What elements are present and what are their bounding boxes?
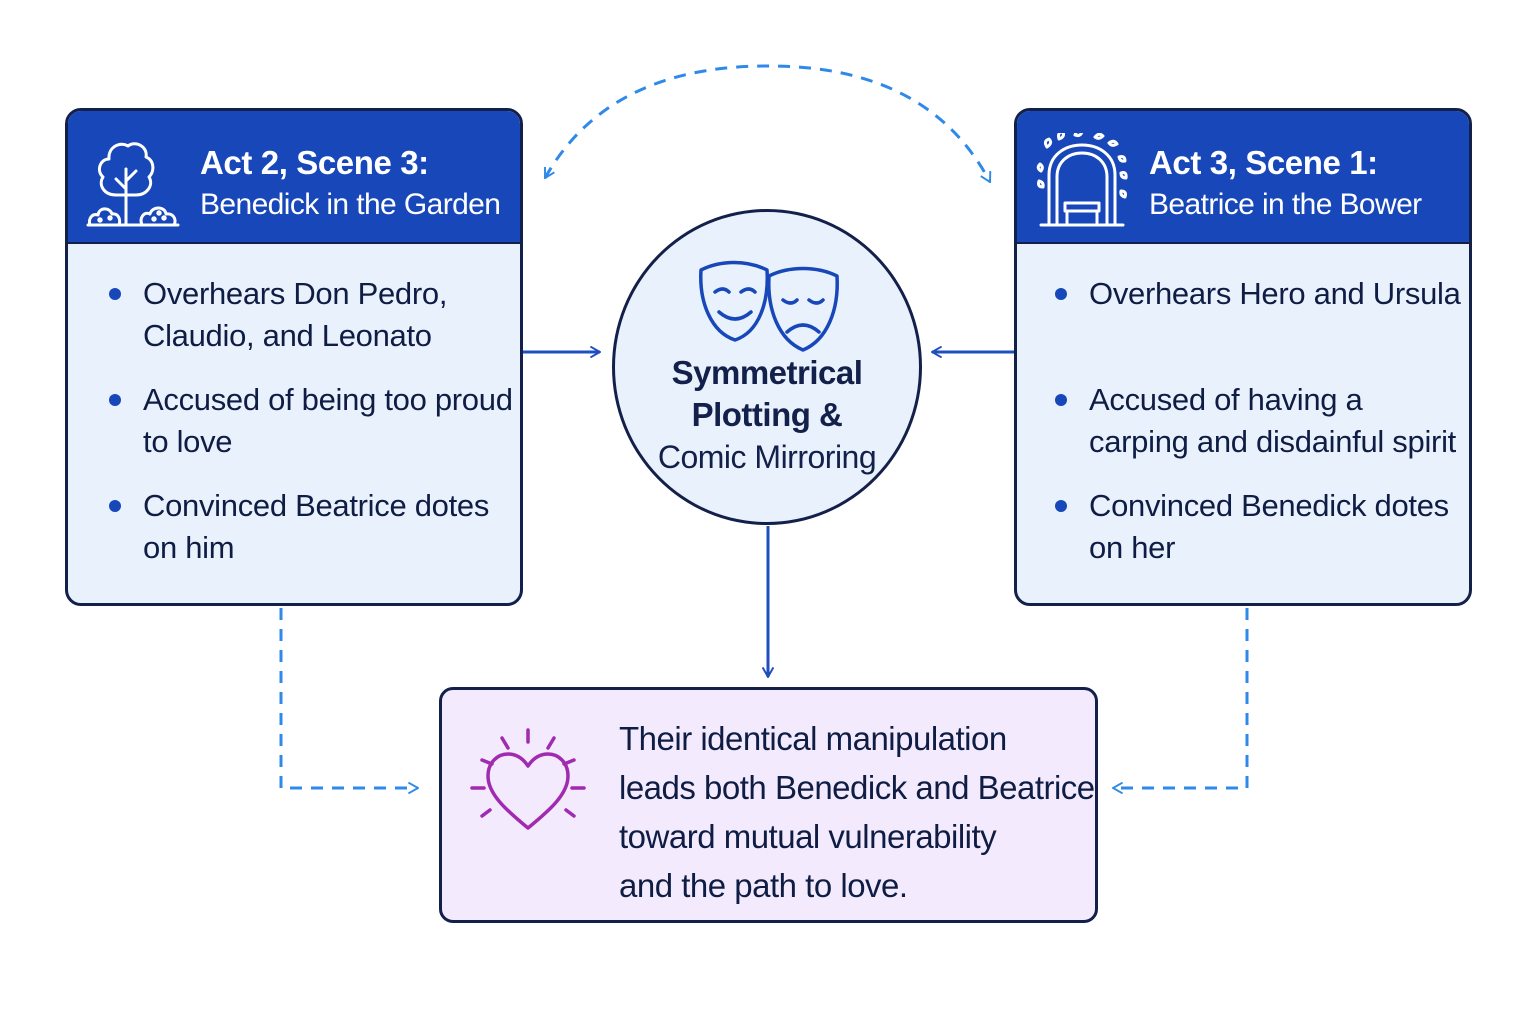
bullet-item: Accused of having a carping and disdainf… <box>1055 379 1463 463</box>
scene-card-right: Act 3, Scene 1: Beatrice in the Bower Ov… <box>1014 108 1472 606</box>
bullet-dot-icon <box>1055 394 1067 406</box>
scene-card-left: Act 2, Scene 3: Benedick in the Garden O… <box>65 108 523 606</box>
bullet-text: Accused of having a carping and disdainf… <box>1089 382 1456 459</box>
card-title-right: Act 3, Scene 1: <box>1149 144 1378 181</box>
bullet-dot-icon <box>1055 500 1067 512</box>
bullet-text: Overhears Don Pedro, Claudio, and Leonat… <box>143 276 448 353</box>
dashed-right-to-outcome <box>1113 608 1249 788</box>
outcome-line: Their identical manipulation <box>619 720 1007 757</box>
hub-label-line: Symmetrical <box>671 354 863 391</box>
outcome-line: toward mutual vulnerability <box>619 818 997 855</box>
hub-label-line: Plotting & <box>691 396 843 433</box>
bullet-dot-icon <box>109 288 121 300</box>
outcome-text: Their identical manipulation leads both … <box>619 714 1095 910</box>
bullet-text: Convinced Beatrice dotes on him <box>143 488 490 565</box>
bullet-item: Overhears Don Pedro, Claudio, and Leonat… <box>109 273 514 357</box>
card-title-left: Act 2, Scene 3: <box>200 144 429 181</box>
outcome-line: and the path to love. <box>619 867 908 904</box>
bullet-item: Convinced Beatrice dotes on him <box>109 485 514 569</box>
bullet-item: Convinced Benedick dotes on her <box>1055 485 1463 569</box>
bullet-dot-icon <box>1055 288 1067 300</box>
hub-label: Symmetrical Plotting & Comic Mirroring <box>625 352 909 478</box>
arc-connector-top <box>543 64 992 182</box>
tree-bushes-icon <box>86 142 180 227</box>
central-theme-circle: Symmetrical Plotting & Comic Mirroring <box>612 209 922 525</box>
card-header-left: Act 2, Scene 3: Benedick in the Garden <box>68 111 520 244</box>
bullet-item: Overhears Hero and Ursula <box>1055 273 1463 315</box>
hub-label-line: Comic Mirroring <box>657 439 877 475</box>
bullet-text: Accused of being too proud to love <box>143 382 513 459</box>
bullet-text: Overhears Hero and Ursula <box>1089 276 1461 311</box>
outcome-box: Their identical manipulation leads both … <box>439 687 1098 923</box>
theater-masks-icon <box>699 260 839 352</box>
heart-icon <box>470 728 586 830</box>
arbor-bench-icon <box>1036 133 1128 227</box>
bullet-item: Accused of being too proud to love <box>109 379 514 463</box>
bullet-dot-icon <box>109 394 121 406</box>
bullet-dot-icon <box>109 500 121 512</box>
dashed-left-to-outcome <box>279 608 418 788</box>
card-header-right: Act 3, Scene 1: Beatrice in the Bower <box>1017 111 1469 244</box>
outcome-line: leads both Benedick and Beatrice <box>619 769 1095 806</box>
card-subtitle-left: Benedick in the Garden <box>200 188 501 221</box>
card-subtitle-right: Beatrice in the Bower <box>1149 188 1422 221</box>
bullet-text: Convinced Benedick dotes on her <box>1089 488 1449 565</box>
